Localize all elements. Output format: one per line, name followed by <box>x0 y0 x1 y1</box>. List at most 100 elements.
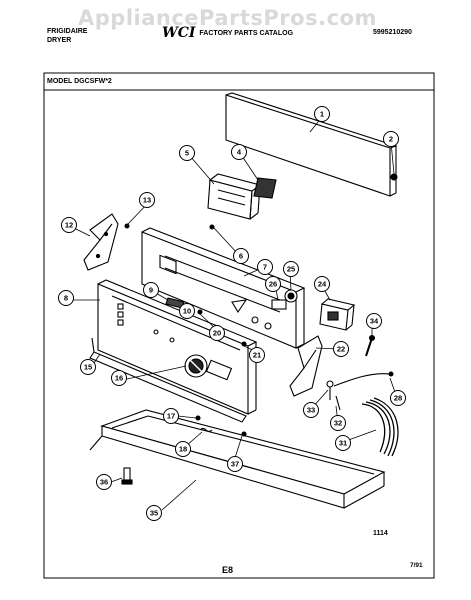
part-35-top-cover <box>89 409 386 509</box>
callout-label: 20 <box>213 329 221 338</box>
callout-circle <box>265 276 281 292</box>
callout-circle <box>333 341 349 357</box>
callout-circle <box>383 131 399 147</box>
part-37-screw <box>241 431 247 437</box>
part-6-screw <box>209 224 215 230</box>
callout-label: 26 <box>269 280 277 289</box>
callout-circle <box>335 435 351 451</box>
callout-circle <box>330 415 346 431</box>
callout-circle <box>390 390 406 406</box>
callout-22: 22 <box>333 341 349 357</box>
callout-circle <box>231 144 247 160</box>
part-number: 5995210290 <box>373 29 412 36</box>
callout-circle <box>283 261 299 277</box>
part-21-screw <box>241 341 247 347</box>
callout-circle <box>146 505 162 521</box>
wci-logo: WCI <box>162 25 196 41</box>
callout-31: 31 <box>335 435 351 451</box>
callout-circle <box>249 347 265 363</box>
part-8-console <box>97 279 258 415</box>
callout-circle <box>58 290 74 306</box>
catalog-title-group: WCI FACTORY PARTS CATALOG <box>162 25 293 41</box>
callout-28: 28 <box>390 390 406 406</box>
callout-circle <box>96 474 112 490</box>
callout-7: 7 <box>257 259 273 275</box>
callout-35: 35 <box>146 505 162 521</box>
callout-label: 12 <box>65 221 73 230</box>
callout-label: 35 <box>150 509 158 518</box>
callout-4: 4 <box>231 144 247 160</box>
callout-label: 1 <box>320 110 324 119</box>
callout-circle <box>61 217 77 233</box>
page-code: E8 <box>222 565 233 575</box>
callout-circle <box>179 303 195 319</box>
callout-circle <box>209 325 225 341</box>
callout-1: 1 <box>314 106 330 122</box>
callout-circle <box>80 359 96 375</box>
callout-17: 17 <box>163 408 179 424</box>
brand-line-1: FRIGIDAIRE <box>47 28 88 35</box>
callout-label: 31 <box>339 439 347 448</box>
callout-20: 20 <box>209 325 225 341</box>
callout-circle <box>227 456 243 472</box>
part-22-bracket <box>289 335 323 397</box>
callout-24: 24 <box>314 276 330 292</box>
model-label: MODEL DGCSFW*2 <box>47 78 112 85</box>
callout-circle <box>314 276 330 292</box>
callout-label: 24 <box>318 280 327 289</box>
callout-label: 32 <box>334 419 342 428</box>
part-20-screw <box>197 309 203 315</box>
callout-circle <box>163 408 179 424</box>
part-26-switch <box>271 299 287 310</box>
callout-label: 37 <box>231 460 239 469</box>
callout-label: 21 <box>253 351 261 360</box>
callout-5: 5 <box>179 145 195 161</box>
callout-13: 13 <box>139 192 155 208</box>
part-25-knob <box>284 289 298 303</box>
callout-layer: 1245678910121315161718202122242526283132… <box>58 106 406 521</box>
revision-date: 7/91 <box>410 562 423 569</box>
callout-circle <box>111 370 127 386</box>
part-7-control-panel <box>141 227 306 349</box>
callout-label: 34 <box>370 317 379 326</box>
part-2-screw <box>390 173 398 181</box>
callout-circle <box>303 402 319 418</box>
part-5-timer <box>207 173 262 220</box>
callout-label: 15 <box>84 363 92 372</box>
callout-label: 25 <box>287 265 295 274</box>
part-15-trim <box>89 337 247 423</box>
callout-circle <box>175 441 191 457</box>
callout-21: 21 <box>249 347 265 363</box>
callout-circle <box>179 145 195 161</box>
callout-circle <box>314 106 330 122</box>
part-16-knob <box>184 354 208 378</box>
part-4-switch <box>253 177 277 199</box>
part-24-relay <box>319 298 356 331</box>
part-18-spring <box>199 427 213 433</box>
callout-label: 9 <box>149 286 153 295</box>
figure-number: 1114 <box>373 530 388 537</box>
callout-circle <box>257 259 273 275</box>
brand-line-2: DRYER <box>47 37 72 44</box>
callout-25: 25 <box>283 261 299 277</box>
callout-26: 26 <box>265 276 281 292</box>
callout-circle <box>233 248 249 264</box>
callout-label: 36 <box>100 478 108 487</box>
part-36-clip <box>121 467 133 485</box>
callout-circle <box>143 282 159 298</box>
callout-34: 34 <box>366 313 382 329</box>
callout-8: 8 <box>58 290 74 306</box>
diagram-frame <box>43 72 435 579</box>
callout-32: 32 <box>330 415 346 431</box>
callout-9: 9 <box>143 282 159 298</box>
callout-label: 6 <box>239 252 243 261</box>
callout-label: 10 <box>183 307 191 316</box>
catalog-title: FACTORY PARTS CATALOG <box>199 29 294 37</box>
callout-label: 16 <box>115 374 123 383</box>
callout-36: 36 <box>96 474 112 490</box>
part-31-wire-harness <box>361 397 399 457</box>
callout-6: 6 <box>233 248 249 264</box>
callout-label: 22 <box>337 345 345 354</box>
callout-label: 17 <box>167 412 175 421</box>
